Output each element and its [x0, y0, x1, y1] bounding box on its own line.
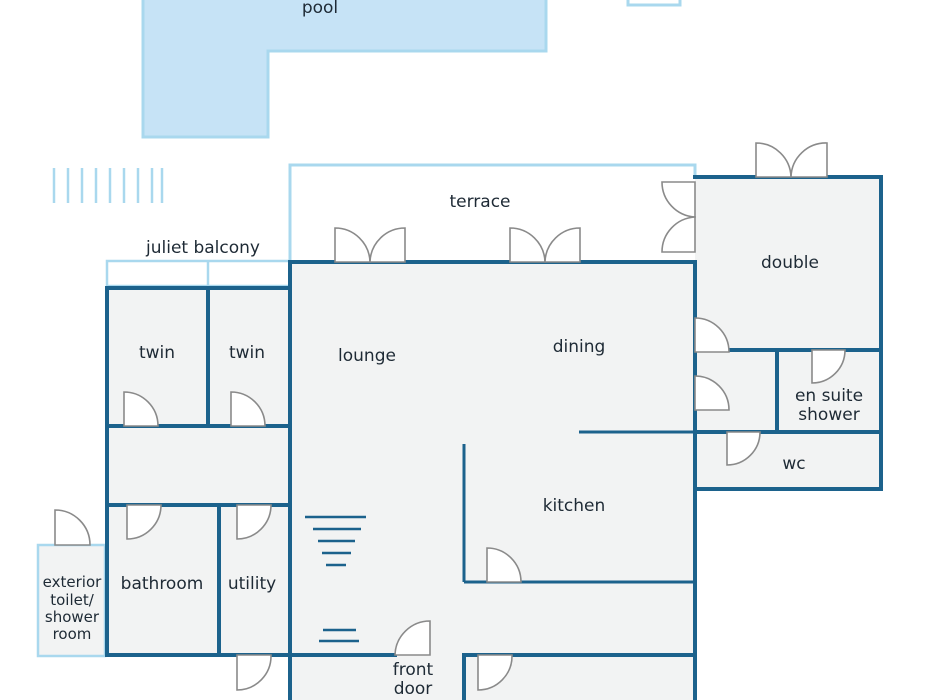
utility-label: utility: [228, 574, 276, 594]
juliet-balcony-label: juliet balcony: [145, 238, 260, 258]
en-suite-label-1: en suite: [795, 386, 863, 406]
exterior-label-3: shower: [45, 608, 100, 626]
kitchen-label: kitchen: [543, 496, 606, 516]
exterior-label-4: room: [53, 625, 92, 643]
terrace-outline: [288, 163, 697, 262]
bathroom-label: bathroom: [121, 574, 204, 594]
lounge-label: lounge: [338, 346, 396, 366]
double-label: double: [761, 253, 819, 273]
exterior-label-2: toilet/: [50, 591, 95, 609]
dining-label: dining: [553, 337, 606, 357]
stairs-icon: [305, 515, 366, 643]
exterior-label-1: exterior: [43, 573, 102, 591]
steps-marker: [52, 168, 164, 203]
floor-areas: [38, 177, 881, 700]
front-door-label-2: door: [394, 679, 433, 699]
en-suite-label-2: shower: [798, 405, 859, 425]
juliet-balcony-outline: [105, 259, 292, 288]
twin-label-1: twin: [139, 343, 175, 363]
wc-label: wc: [782, 454, 805, 474]
pool-feature: [626, 0, 682, 7]
terrace-label: terrace: [449, 192, 510, 212]
pool-shape: [141, 0, 548, 139]
doors: [54, 142, 846, 691]
twin-label-2: twin: [229, 343, 265, 363]
pool-label: pool: [302, 0, 338, 18]
front-door-label-1: front: [393, 660, 434, 680]
